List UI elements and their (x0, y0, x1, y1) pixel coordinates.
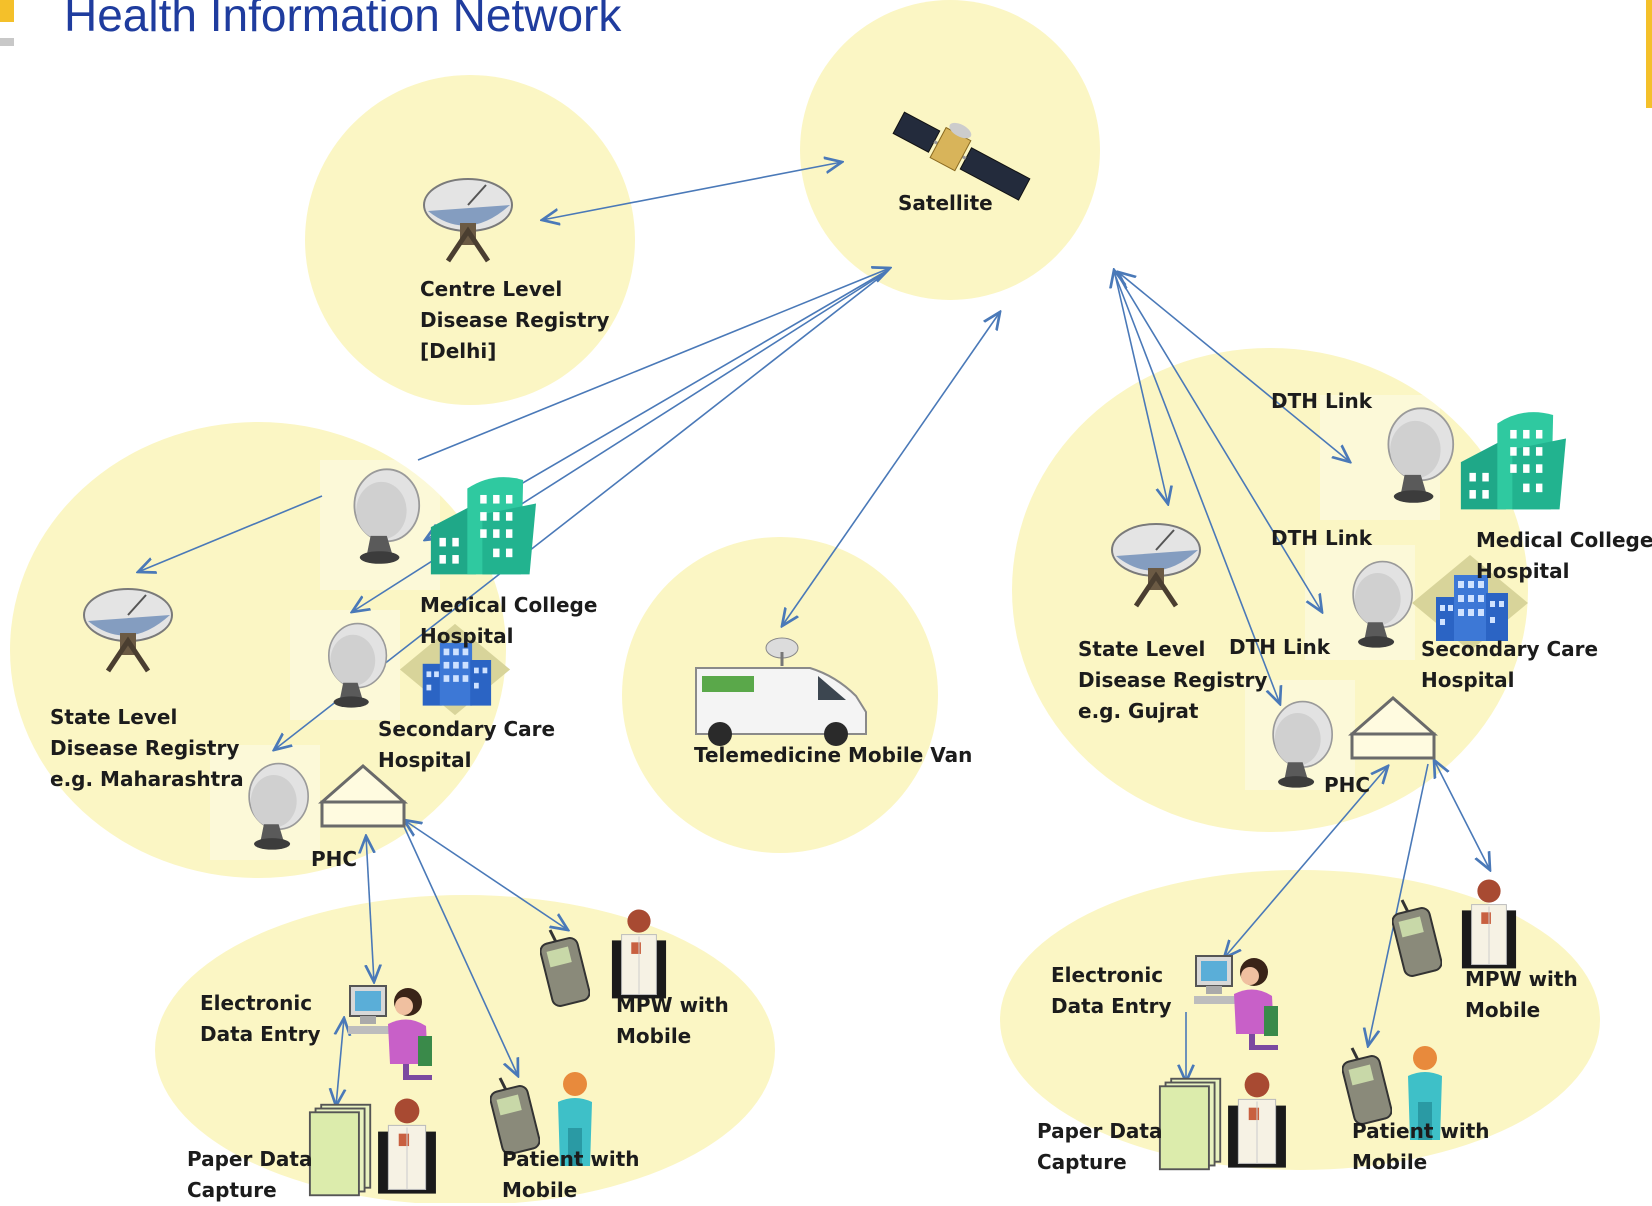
link-right-sch (1115, 271, 1322, 612)
dth-link-label-1: DTH Link (1271, 389, 1373, 413)
left-paper-capture-label: Paper Data Capture (187, 1147, 313, 1202)
van-icon (695, 637, 867, 746)
link-right-phc-entry (1224, 766, 1388, 958)
right-phc-label: PHC (1324, 773, 1371, 797)
left-secondary-care-label: Secondary Care Hospital (378, 717, 556, 772)
satellite-label: Satellite (898, 191, 993, 215)
right-mpw-mobile-label: MPW with Mobile (1465, 967, 1578, 1022)
link-left-mch (417, 268, 890, 461)
doctor-icon (1461, 878, 1517, 969)
link-left-registry (138, 495, 323, 572)
paper-stack-icon (308, 1103, 372, 1197)
link-centre-satellite (542, 162, 842, 220)
dth-link-label-2: DTH Link (1271, 526, 1373, 550)
right-state-registry-label: State Level Disease Registry e.g. Gujrat (1078, 637, 1268, 723)
left-medical-college-label: Medical College Hospital (420, 593, 598, 648)
paper-stack-icon (1158, 1077, 1222, 1171)
left-electronic-entry-label: Electronic Data Entry (200, 991, 321, 1046)
right-medical-college-label: Medical College Hospital (1476, 528, 1652, 583)
telemedicine-van-label: Telemedicine Mobile Van (694, 743, 973, 767)
right-field-zone (1000, 870, 1600, 1170)
right-electronic-entry-label: Electronic Data Entry (1051, 963, 1172, 1018)
left-mpw-mobile-label: MPW with Mobile (616, 993, 729, 1048)
left-state-registry-label: State Level Disease Registry e.g. Mahara… (50, 705, 244, 791)
link-right-phc-patient (1368, 763, 1429, 1046)
left-patient-mobile-label: Patient with Mobile (502, 1147, 640, 1202)
link-right-mch (1118, 272, 1350, 462)
dth-link-label-3: DTH Link (1229, 635, 1331, 659)
link-right-phc (1113, 271, 1280, 704)
link-left-phc-patient (401, 821, 518, 1076)
right-patient-mobile-label: Patient with Mobile (1352, 1119, 1490, 1174)
corner-decoration (0, 38, 14, 46)
corner-decoration (0, 0, 14, 22)
link-right-phc-mpw (1434, 760, 1490, 870)
centre-registry-label: Centre Level Disease Registry [Delhi] (420, 277, 610, 363)
hospital-building-icon (1460, 412, 1566, 510)
satellite-icon (892, 111, 1031, 201)
right-secondary-care-label: Secondary Care Hospital (1421, 637, 1599, 692)
link-van (782, 312, 1000, 626)
edge-decoration (1646, 0, 1652, 108)
link-left-phc-entry (366, 836, 374, 982)
left-phc-label: PHC (311, 847, 358, 871)
slide-title: Health Information Network (64, 0, 622, 41)
right-paper-capture-label: Paper Data Capture (1037, 1119, 1163, 1174)
link-left-entry-paper (336, 1018, 344, 1106)
link-left-phc-mpw (404, 820, 568, 930)
hospital-building-icon (430, 477, 536, 575)
